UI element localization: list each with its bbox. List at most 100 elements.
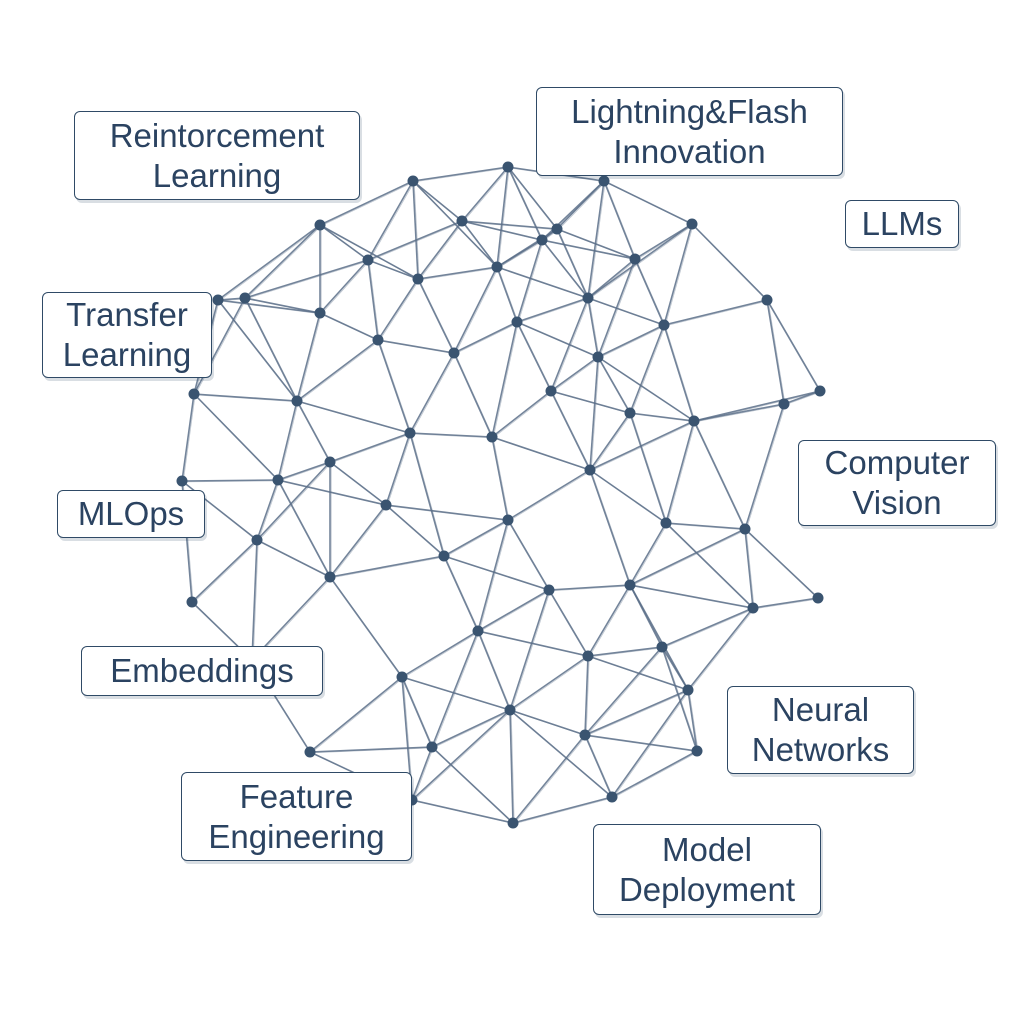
graph-edge [543,240,637,261]
graph-edge [182,394,196,482]
label-mlops-line-1: MLOps [77,495,185,532]
graph-edge [310,677,404,754]
graph-edge [745,404,786,530]
graph-edge [692,224,769,302]
graph-edge [412,747,434,801]
graph-edge [461,220,498,268]
graph-edge [630,523,668,587]
graph-edge [507,469,591,521]
graph-edge [518,298,590,324]
graph-edge [661,646,689,691]
graph-edge [587,180,605,299]
graph-edge [219,300,322,315]
graph-edge [541,239,589,299]
graph-edge [629,324,665,414]
graph-node [778,398,790,410]
graph-node [592,351,604,363]
graph-edge [277,479,331,578]
graph-edge [666,523,755,610]
graph-node [407,175,419,187]
graph-edge [218,300,299,403]
graph-edge [513,735,587,825]
graph-node [502,514,514,526]
graph-edge [320,225,370,262]
graph-edge [257,462,332,542]
graph-node [504,704,516,716]
label-neural-networks: Neural Networks [727,686,914,774]
graph-edge [309,676,403,753]
graph-edge [663,299,768,326]
graph-edge [443,519,509,557]
graph-edge [598,259,637,358]
graph-edge [385,432,411,506]
graph-edge [665,522,746,530]
graph-edge [252,540,259,661]
graph-edge [320,260,370,315]
graph-node [448,347,460,359]
graph-edge [695,391,822,423]
graph-edge [550,356,599,392]
graph-edge [311,747,434,754]
graph-edge [403,677,512,712]
graph-edge [550,297,589,392]
graph-edge [590,357,600,471]
graph-edge [629,522,667,586]
graph-edge [277,400,298,481]
graph-edge [766,299,821,392]
graph-edge [377,278,419,341]
graph-edge [386,505,446,558]
graph-node [511,316,523,328]
graph-edge [417,220,463,280]
graph-edge [512,734,586,824]
graph-edge [218,225,322,302]
graph-edge [767,300,822,393]
graph-node [362,254,374,266]
graph-edge [368,260,380,341]
label-llms-line-1: LLMs [861,205,943,242]
graph-edge [385,504,445,557]
graph-node [314,219,326,231]
graph-edge [411,799,514,824]
graph-edge [509,709,514,824]
graph-edge [511,710,587,737]
graph-edge [401,630,479,678]
graph-edge [509,709,613,798]
label-neural-networks-line-2: Networks [751,731,890,768]
graph-edge [589,420,695,471]
graph-edge [401,676,433,748]
graph-edge [509,655,589,711]
graph-edge [603,180,636,260]
graph-edge [604,181,637,260]
graph-edge [410,433,446,557]
graph-edge [664,224,694,326]
graph-edge [409,352,455,434]
graph-edge [516,321,552,392]
graph-edge [585,735,614,798]
graph-edge [514,797,614,825]
graph-edge [181,479,279,482]
graph-edge [598,357,632,414]
graph-edge [319,180,414,226]
graph-node [472,625,484,637]
graph-edge [296,312,321,402]
graph-edge [687,689,698,752]
graph-edge [597,356,631,414]
graph-edge [688,608,755,692]
graph-node [551,223,563,235]
graph-edge [329,576,403,678]
graph-edge [279,480,388,507]
graph-edge [492,391,553,439]
graph-edge [454,267,499,354]
graph-edge [402,631,480,679]
graph-node [582,292,594,304]
graph-edge [329,555,445,578]
graph-edge [444,556,480,632]
graph-edge [584,646,663,736]
graph-edge [611,750,698,798]
graph-edge [413,800,515,825]
graph-node [747,602,759,614]
graph-edge [664,325,696,422]
graph-edge [443,555,479,632]
